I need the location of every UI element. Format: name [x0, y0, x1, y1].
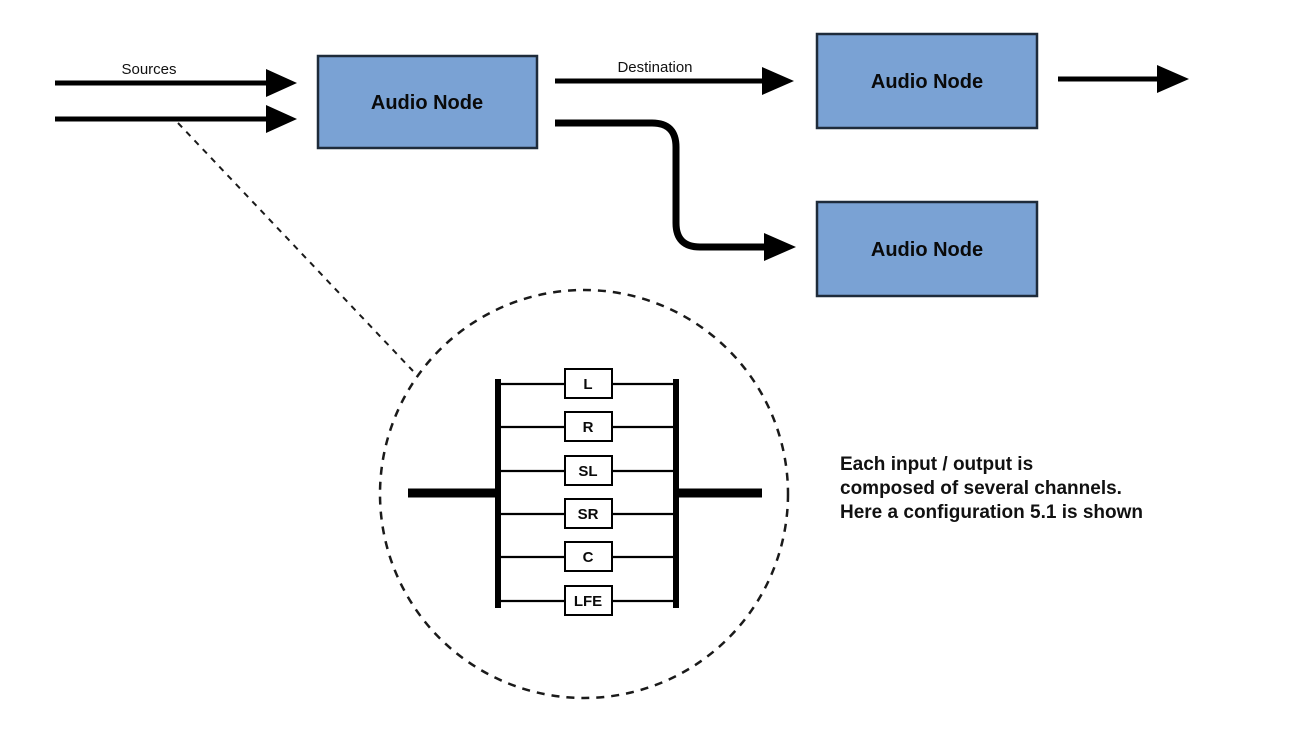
- branch-connector-line: [555, 119, 764, 251]
- output-arrowhead-icon: [1157, 65, 1189, 93]
- output-bus-bar: [673, 379, 679, 608]
- channel-label: R: [583, 419, 594, 436]
- channel-box-l: L: [564, 368, 613, 399]
- zoom-callout-circle: [378, 288, 790, 700]
- audio-node-3-label: Audio Node: [871, 239, 983, 261]
- channel-detail-group: L R SL SR C LFE: [408, 368, 762, 616]
- zoom-callout-pointer-line: [177, 122, 414, 372]
- channel-box-r: R: [564, 411, 613, 442]
- destination-arrowhead-icon: [762, 67, 794, 95]
- caption-line-2: composed of several channels.: [840, 478, 1122, 499]
- audio-node-1-box: [316, 54, 539, 150]
- audio-node-3-box: [815, 200, 1039, 298]
- source-arrow-2-arrowhead-icon: [266, 105, 297, 133]
- caption-line-3: Here a configuration 5.1 is shown: [840, 502, 1143, 523]
- channel-label: SL: [578, 463, 597, 480]
- channel-label: L: [583, 376, 592, 393]
- channel-box-sl: SL: [564, 455, 613, 486]
- channel-box-c: C: [564, 541, 613, 572]
- channel-label: LFE: [574, 593, 602, 610]
- branch-arrowhead-icon: [764, 233, 796, 261]
- destination-label: Destination: [617, 59, 692, 76]
- caption: Each input / output is composed of sever…: [840, 454, 1143, 523]
- caption-line-1: Each input / output is: [840, 454, 1033, 475]
- channel-label: C: [583, 549, 594, 566]
- audio-node-1-label: Audio Node: [371, 92, 483, 114]
- channel-box-sr: SR: [564, 498, 613, 529]
- input-bus-bar: [495, 379, 501, 608]
- audio-node-2-box: [815, 32, 1039, 130]
- channel-label: SR: [578, 506, 599, 523]
- sources-label: Sources: [121, 61, 176, 78]
- audio-node-2-label: Audio Node: [871, 71, 983, 93]
- channel-box-lfe: LFE: [564, 585, 613, 616]
- source-arrow-1-arrowhead-icon: [266, 69, 297, 97]
